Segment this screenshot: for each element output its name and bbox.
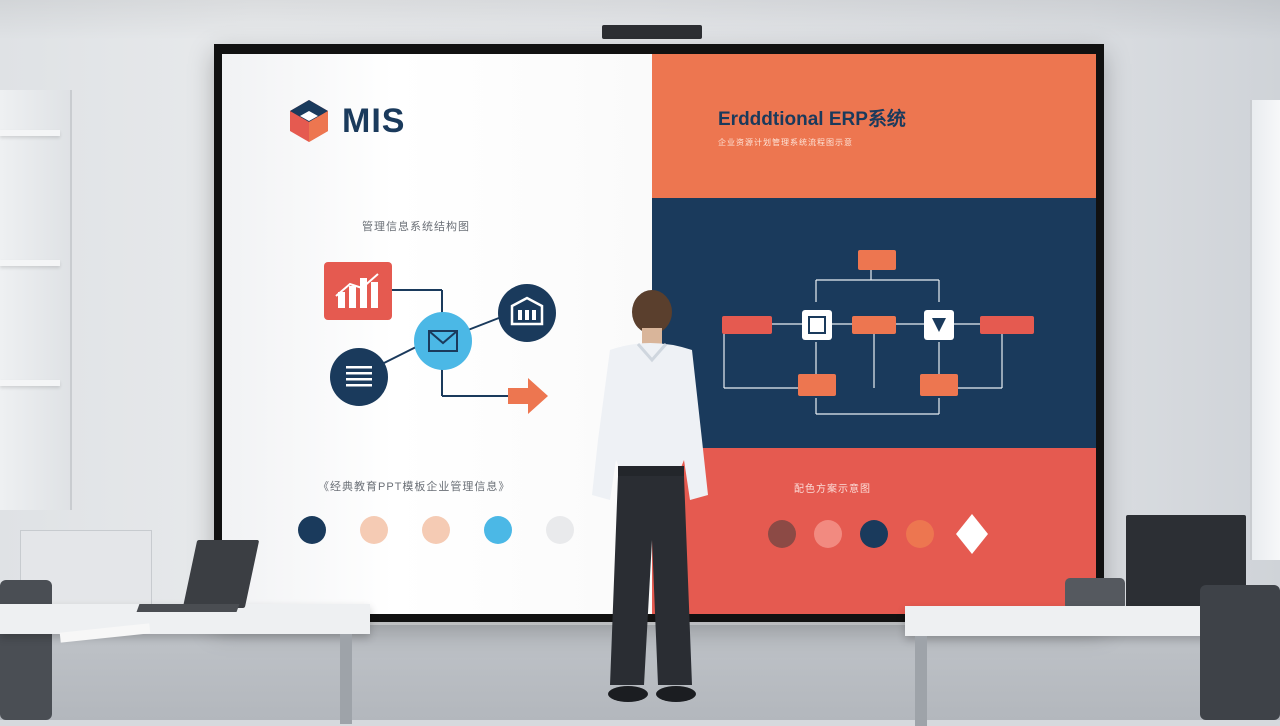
right-chair — [1200, 585, 1280, 720]
right-desk-leg — [915, 636, 927, 726]
bottom-right-caption: 配色方案示意图 — [794, 484, 871, 495]
slide-subtitle: 企业资源计划管理系统流程图示意 — [718, 138, 853, 147]
mis-logo-icon — [290, 100, 328, 142]
left-desk-leg — [340, 634, 352, 724]
palette-dot-right-4 — [906, 520, 934, 548]
laptop-base — [136, 604, 240, 612]
projector — [602, 25, 702, 39]
palette-dot-left-2 — [360, 516, 388, 544]
palette-dot-right-3 — [860, 520, 888, 548]
diagram-caption: 管理信息系统结构图 — [362, 221, 470, 233]
logo-text: MIS — [342, 102, 406, 140]
slide-title: Erdddtional ERP系统 — [718, 109, 906, 130]
arrow-right-icon — [508, 378, 548, 414]
building-icon — [498, 284, 556, 342]
erp-flowchart — [722, 250, 1034, 415]
bar-chart-icon — [324, 262, 392, 320]
left-chair — [0, 580, 52, 720]
palette-dot-right-1 — [768, 520, 796, 548]
right-window — [1250, 100, 1280, 560]
email-icon — [414, 312, 472, 370]
palette-dot-left-4 — [484, 516, 512, 544]
left-shelving — [0, 90, 72, 510]
palette-dot-right-2 — [814, 520, 842, 548]
slide-orange-panel — [652, 54, 1096, 198]
list-icon — [330, 348, 388, 406]
palette-dot-left-3 — [422, 516, 450, 544]
mid-chair — [1065, 578, 1125, 610]
palette-dot-left-1 — [298, 516, 326, 544]
bottom-left-caption: 《经典教育PPT模板企业管理信息》 — [318, 481, 511, 493]
man-standing — [592, 290, 708, 702]
diamond-icon — [956, 514, 988, 554]
mis-diagram — [381, 289, 512, 397]
palette-dot-left-5 — [546, 516, 574, 544]
